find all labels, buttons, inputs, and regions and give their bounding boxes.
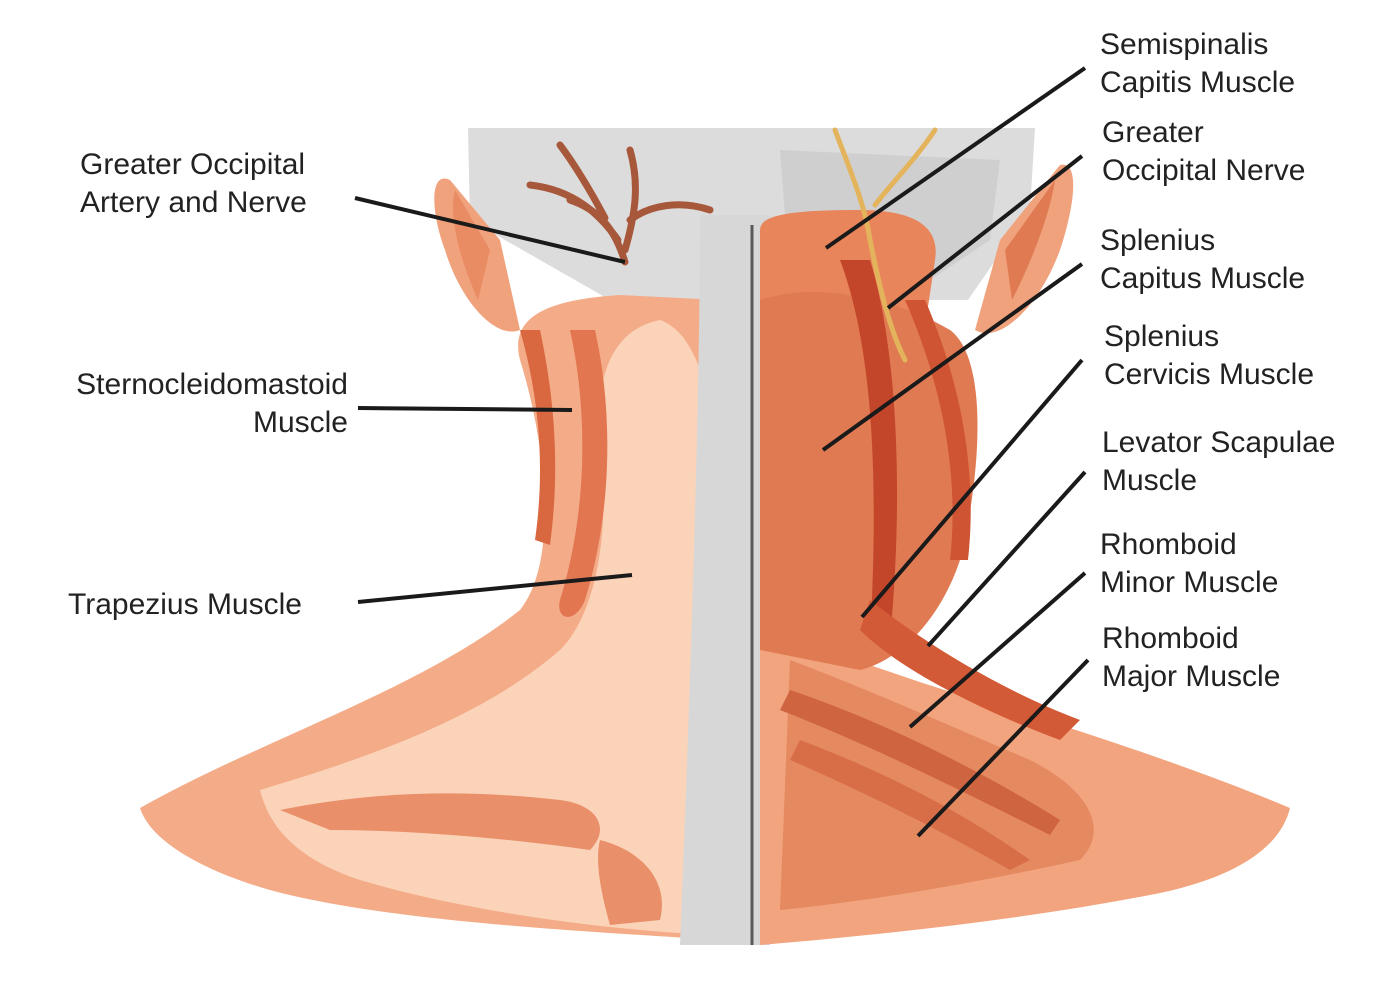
label-line: Capitis Muscle <box>1100 66 1296 99</box>
label-line: Artery and Nerve <box>80 186 307 219</box>
label-line: Greater <box>1102 116 1204 149</box>
right-deep-band-2 <box>905 300 971 560</box>
leader-levator-scapulae <box>926 470 1087 648</box>
spine <box>680 215 770 945</box>
leader-greater-occipital-artery <box>354 196 626 264</box>
right-rhomboid-band <box>790 740 1030 870</box>
leader-splenius-cervicis <box>860 358 1084 619</box>
label-line: Muscle <box>252 406 348 439</box>
leader-semispinalis <box>824 66 1087 250</box>
label-line: Levator Scapulae <box>1102 426 1336 459</box>
right-rhomboid-lines <box>780 690 1060 835</box>
label-greater-occipital-artery: Greater Occipital Artery and Nerve <box>80 146 307 222</box>
label-line: Minor Muscle <box>1100 566 1279 599</box>
left-muscle-band-3 <box>280 793 600 850</box>
occipital-artery <box>526 141 714 266</box>
label-line: Rhomboid <box>1102 622 1239 655</box>
label-splenius-cervicis: Splenius Cervicis Muscle <box>1104 318 1314 394</box>
label-line: Sternocleidomastoid <box>76 368 348 401</box>
leader-splenius-capitus <box>821 262 1084 452</box>
label-line: Splenius <box>1100 224 1216 257</box>
label-splenius-capitus: Splenius Capitus Muscle <box>1100 222 1305 298</box>
leader-rhomboid-major <box>916 658 1090 838</box>
label-line: Splenius <box>1104 320 1220 353</box>
left-shoulder-light <box>260 320 715 935</box>
label-rhomboid-minor: Rhomboid Minor Muscle <box>1100 526 1278 602</box>
label-line: Cervicis Muscle <box>1104 358 1315 391</box>
label-line: Greater Occipital <box>80 148 306 181</box>
occipital-nerve <box>832 127 938 363</box>
leader-trapezius <box>357 573 633 604</box>
right-deep-band-1 <box>840 260 898 640</box>
label-greater-occipital-nerve: Greater Occipital Nerve <box>1102 114 1305 190</box>
label-rhomboid-major: Rhomboid Major Muscle <box>1102 620 1280 696</box>
label-line: Capitus Muscle <box>1100 262 1306 295</box>
label-line: Semispinalis <box>1100 28 1269 61</box>
left-muscle-band-2 <box>520 330 556 545</box>
label-line: Muscle <box>1102 464 1198 497</box>
label-line: Rhomboid <box>1100 528 1237 561</box>
right-ear-inner <box>1005 180 1055 300</box>
left-muscle-band-1 <box>559 330 608 617</box>
right-levator <box>860 600 1080 740</box>
leader-sternocleidomastoid <box>357 406 573 412</box>
label-line: Major Muscle <box>1102 660 1281 693</box>
left-ear-inner <box>452 190 490 300</box>
label-line: Trapezius Muscle <box>68 588 302 621</box>
label-line: Occipital Nerve <box>1102 154 1306 187</box>
leader-rhomboid-minor <box>908 571 1087 729</box>
label-sternocleidomastoid: Sternocleidomastoid Muscle <box>30 366 348 442</box>
left-muscle-band-4 <box>598 840 662 925</box>
right-splenius <box>760 291 978 670</box>
label-trapezius: Trapezius Muscle <box>68 586 302 624</box>
leader-lines <box>354 66 1090 838</box>
label-levator-scapulae: Levator Scapulae Muscle <box>1102 424 1336 500</box>
leader-greater-occipital-nerve <box>886 154 1084 310</box>
label-semispinalis: Semispinalis Capitis Muscle <box>1100 26 1295 102</box>
